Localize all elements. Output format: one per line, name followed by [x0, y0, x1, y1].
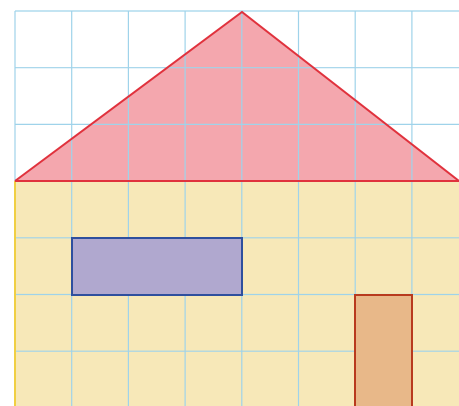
door [355, 295, 412, 406]
window [72, 238, 242, 295]
